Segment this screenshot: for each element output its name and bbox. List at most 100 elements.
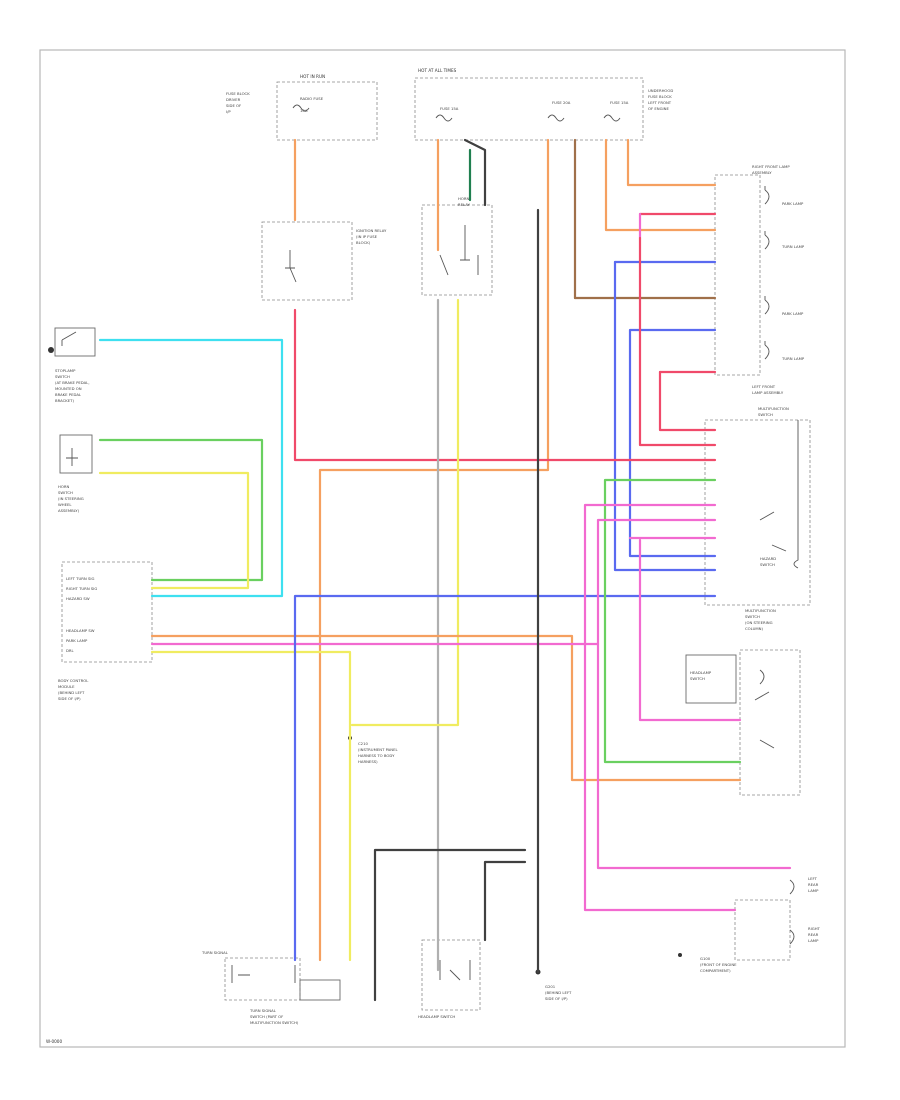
svg-text:(ON STEERING: (ON STEERING (745, 620, 773, 625)
svg-text:BODY CONTROL: BODY CONTROL (58, 678, 89, 683)
svg-text:SWITCH: SWITCH (758, 412, 773, 417)
fuse-block-right: HOT AT ALL TIMES FUSE 15A FUSE 20A FUSE … (414, 68, 673, 141)
svg-text:TURN LAMP: TURN LAMP (781, 244, 805, 249)
svg-text:HARNESS): HARNESS) (358, 759, 378, 764)
svg-text:HEADLAMP SWITCH: HEADLAMP SWITCH (418, 1014, 455, 1019)
svg-text:MULTIFUNCTION: MULTIFUNCTION (758, 406, 789, 411)
wire-pink-headlamp (638, 538, 742, 722)
svg-text:SIDE OF I/P): SIDE OF I/P) (58, 696, 81, 701)
svg-text:HARNESS TO BODY: HARNESS TO BODY (358, 753, 395, 758)
svg-text:HOT IN RUN: HOT IN RUN (300, 74, 325, 79)
svg-text:FUSE 15A: FUSE 15A (440, 106, 459, 111)
svg-text:RELAY: RELAY (458, 202, 471, 207)
ignition-relay: IGNITION RELAY (IN IP FUSE BLOCK) (261, 221, 387, 301)
wire-blue-left (628, 328, 717, 558)
wire-pink-multi (583, 503, 737, 912)
svg-text:HORN: HORN (458, 196, 469, 201)
ground-g201: G201 (BEHIND LEFT SIDE OF I/P) (535, 969, 572, 1001)
svg-text:RADIO FUSE: RADIO FUSE (300, 96, 324, 101)
diagram-frame (39, 49, 846, 1048)
svg-text:SIDE OF: SIDE OF (226, 103, 241, 108)
svg-text:(FRONT OF ENGINE: (FRONT OF ENGINE (700, 962, 737, 967)
wire-black-horn (463, 138, 487, 207)
svg-text:HOT AT ALL TIMES: HOT AT ALL TIMES (418, 68, 457, 73)
svg-text:DRL: DRL (66, 648, 75, 653)
svg-text:MULTIFUNCTION: MULTIFUNCTION (745, 608, 776, 613)
svg-text:LEFT TURN SIG: LEFT TURN SIG (66, 576, 94, 581)
wire-orange-park (626, 138, 717, 187)
svg-text:HORN: HORN (58, 484, 69, 489)
wire-green-multi (603, 478, 742, 764)
svg-text:UNDERHOOD: UNDERHOOD (648, 88, 673, 93)
wire-green-horn (98, 438, 264, 582)
svg-text:FUSE 20A: FUSE 20A (552, 100, 571, 105)
svg-text:LAMP: LAMP (808, 938, 819, 943)
turn-signal-switch: TURN SIGNAL TURN SIGNAL SWITCH (PART OF … (201, 950, 341, 1025)
svg-text:LEFT FRONT: LEFT FRONT (752, 384, 776, 389)
wire-yellow-mod (150, 650, 352, 962)
svg-text:TURN SIGNAL: TURN SIGNAL (201, 950, 229, 955)
svg-text:SWITCH: SWITCH (58, 490, 73, 495)
wire-orange-front (604, 138, 717, 232)
svg-text:(INSTRUMENT PANEL: (INSTRUMENT PANEL (358, 747, 399, 752)
svg-text:MODULE: MODULE (58, 684, 75, 689)
wire-yellow-horn (98, 471, 250, 590)
svg-text:FUSE BLOCK: FUSE BLOCK (226, 91, 250, 96)
fuse-block-left: HOT IN RUN FUSE BLOCK DRIVER SIDE OF I/P… (226, 74, 378, 141)
svg-text:MULTIFUNCTION SWITCH): MULTIFUNCTION SWITCH) (250, 1020, 299, 1025)
svg-text:(AT BRAKE PEDAL,: (AT BRAKE PEDAL, (55, 380, 90, 385)
right-front-lamps: RIGHT FRONT LAMP ASSEMBLY PARK LAMP TURN… (714, 164, 805, 395)
svg-text:PARK LAMP: PARK LAMP (782, 311, 804, 316)
horn-switch: HORN SWITCH (IN STEERING WHEEL ASSEMBLY) (58, 434, 93, 513)
wire-red-multi (638, 236, 717, 447)
svg-text:LEFT: LEFT (808, 876, 818, 881)
svg-text:PARK LAMP: PARK LAMP (66, 638, 88, 643)
svg-text:ASSEMBLY): ASSEMBLY) (58, 508, 80, 513)
rear-lamps: LEFT REAR LAMP RIGHT REAR LAMP G100 (FRO… (678, 876, 821, 973)
wire-red-brake (293, 308, 717, 462)
svg-text:OF ENGINE: OF ENGINE (648, 106, 670, 111)
svg-text:G201: G201 (545, 984, 556, 989)
svg-text:HEADLAMP: HEADLAMP (690, 670, 712, 675)
svg-text:HEADLAMP SW: HEADLAMP SW (66, 628, 95, 633)
svg-text:REAR: REAR (808, 882, 819, 887)
svg-text:SIDE OF I/P): SIDE OF I/P) (545, 996, 568, 1001)
wire-orange-right-lamp (318, 138, 550, 962)
svg-text:(BEHIND LEFT: (BEHIND LEFT (58, 690, 85, 695)
body-control-module: LEFT TURN SIG RIGHT TURN SIG HAZARD SW H… (58, 561, 153, 701)
svg-text:(IN IP FUSE: (IN IP FUSE (356, 234, 378, 239)
wire-black-headlamp (483, 860, 527, 942)
wire-orange-mod (150, 634, 742, 782)
svg-text:WHEEL: WHEEL (58, 502, 72, 507)
svg-text:SWITCH: SWITCH (760, 562, 775, 567)
wire-cyan-brake (98, 338, 284, 598)
svg-text:I/P: I/P (226, 109, 231, 114)
stoplamp-switch: STOPLAMP SWITCH (AT BRAKE PEDAL, MOUNTED… (48, 327, 96, 403)
svg-text:HAZARD: HAZARD (760, 556, 776, 561)
svg-text:STOPLAMP: STOPLAMP (55, 368, 76, 373)
svg-text:RIGHT FRONT LAMP: RIGHT FRONT LAMP (752, 164, 790, 169)
headlamp-switch-bottom: HEADLAMP SWITCH (418, 939, 481, 1019)
svg-text:HAZARD SW: HAZARD SW (66, 596, 90, 601)
connector-c210: C210 (INSTRUMENT PANEL HARNESS TO BODY H… (348, 736, 399, 764)
svg-text:(IN STEERING: (IN STEERING (58, 496, 84, 501)
wire-black-bottom (373, 848, 527, 1002)
wire-pink-multi-2 (596, 518, 792, 870)
svg-text:BRAKE PEDAL: BRAKE PEDAL (55, 392, 82, 397)
svg-text:FUSE BLOCK: FUSE BLOCK (648, 94, 672, 99)
wire-brown-feed (573, 138, 717, 300)
svg-text:C210: C210 (358, 741, 368, 746)
svg-text:RIGHT: RIGHT (808, 926, 821, 931)
wire-red-left (658, 370, 717, 432)
svg-text:SWITCH: SWITCH (55, 374, 70, 379)
svg-text:ASSEMBLY: ASSEMBLY (752, 170, 772, 175)
svg-text:BLOCK): BLOCK) (356, 240, 371, 245)
svg-text:FUSE 15A: FUSE 15A (610, 100, 629, 105)
svg-text:TURN LAMP: TURN LAMP (781, 356, 805, 361)
svg-text:TURN SIGNAL: TURN SIGNAL (249, 1008, 277, 1013)
wire-blue-mod (293, 594, 717, 962)
horn-relay: HORN RELAY (421, 196, 493, 296)
svg-text:BRACKET): BRACKET) (55, 398, 74, 403)
svg-text:MOUNTED ON: MOUNTED ON (55, 386, 82, 391)
